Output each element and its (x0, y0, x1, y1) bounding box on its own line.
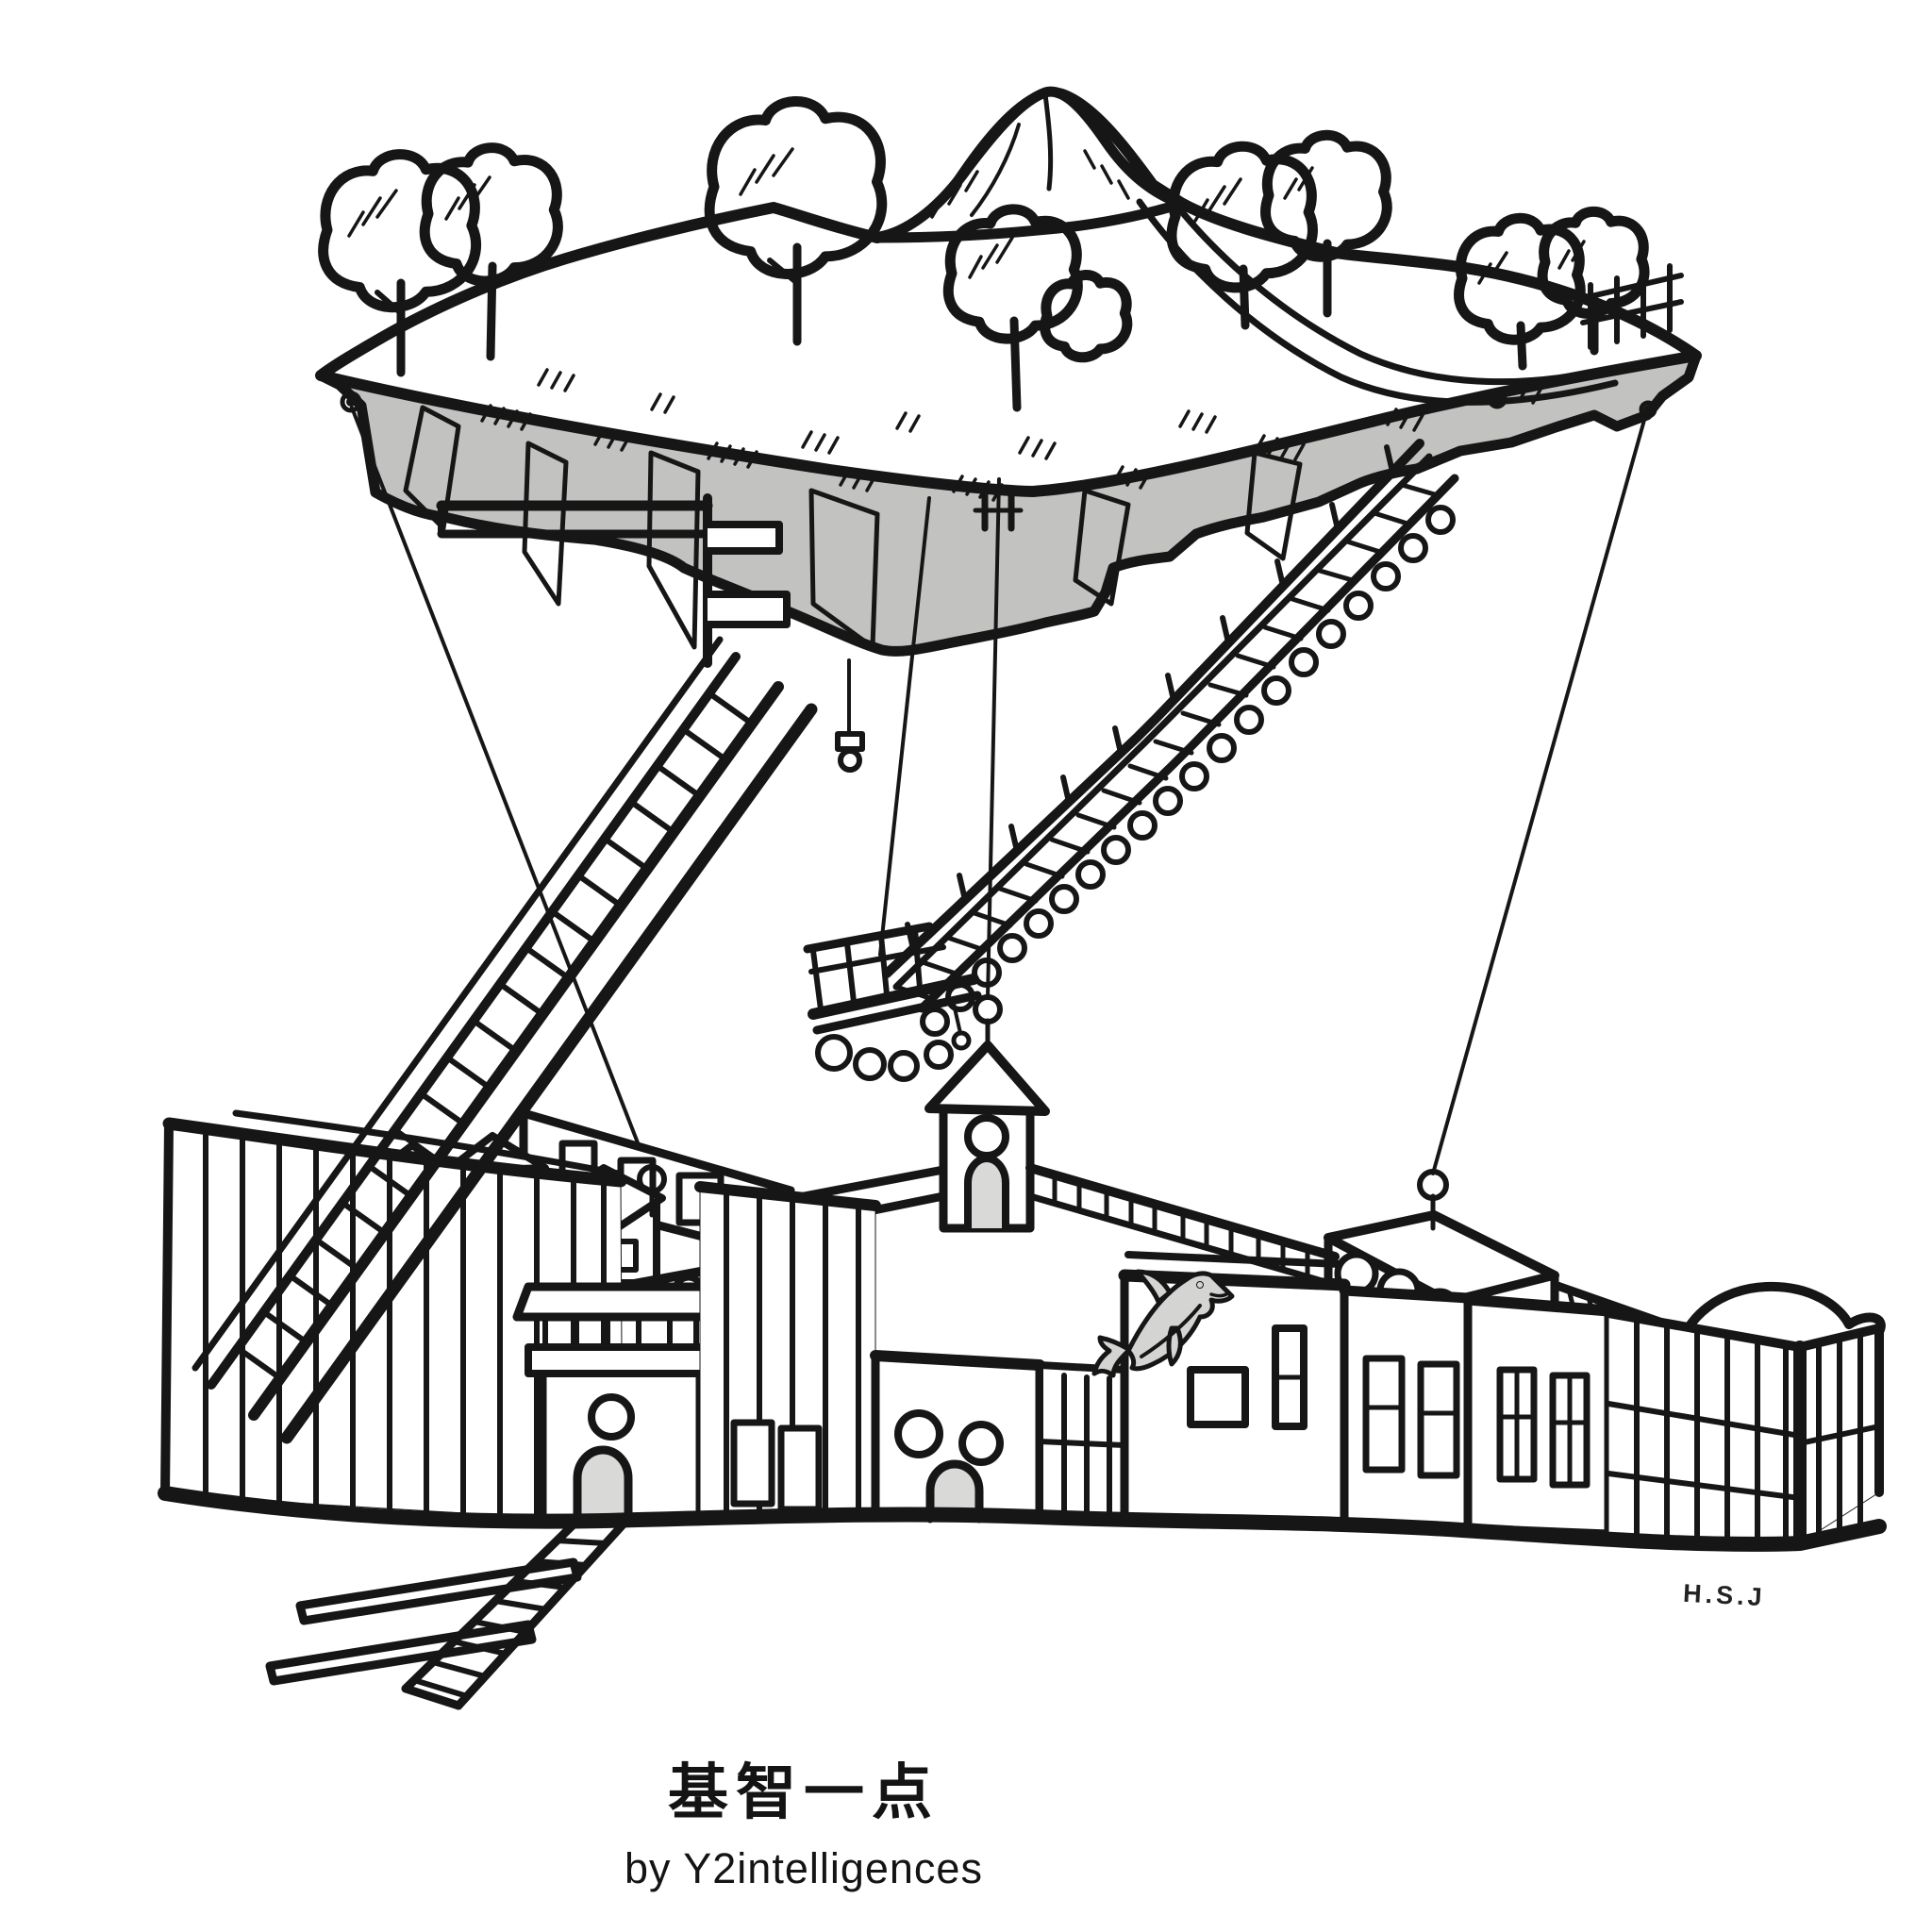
support-cables (350, 406, 1648, 1181)
dolphin-eye (1196, 1281, 1204, 1289)
anchor-bolt-icon (1639, 400, 1657, 419)
glass-corner-wall (1604, 1308, 1884, 1548)
tree-icon (1172, 146, 1312, 325)
hanging-platform (803, 922, 982, 1082)
waterline (158, 1486, 1887, 1552)
suspension-bridge (803, 439, 1459, 1082)
tree-icon (1266, 135, 1388, 313)
slide-top-beam (436, 493, 865, 773)
front-wall-left (160, 1109, 627, 1527)
front-building (1339, 1285, 1474, 1533)
tree-icon (709, 101, 882, 341)
front-wall-mid (694, 1181, 881, 1522)
signature-text: H.S.J (1682, 1579, 1766, 1612)
tree-icon (425, 148, 558, 357)
anchor-ring-icon (973, 994, 1003, 1024)
dolphin-tail (1091, 1335, 1131, 1378)
slide-ramp (192, 636, 818, 1444)
bridge-rings (920, 505, 1456, 1037)
mountain-hatch (930, 149, 1130, 219)
cable (878, 496, 931, 957)
bridge-posts (905, 444, 1395, 952)
tree-icon (1542, 211, 1644, 351)
mountain (872, 86, 1187, 243)
cable (350, 406, 654, 1181)
subtitle-text: by Y2intelligences (625, 1844, 983, 1892)
anchor-ring-icon (637, 1164, 667, 1194)
anchor-bolt-icon (340, 391, 362, 413)
tree-icon (1459, 218, 1581, 366)
front-building (1462, 1293, 1614, 1539)
cable (986, 477, 1001, 1000)
dolphin (1091, 1269, 1235, 1378)
fence (1580, 263, 1684, 350)
dolphin-dorsal-fin (1135, 1269, 1173, 1305)
floating-island (321, 92, 1696, 651)
cable (1431, 411, 1648, 1175)
pier (265, 1516, 631, 1710)
ramp-slats (235, 691, 755, 1381)
center-gatehouse (870, 1350, 1045, 1524)
anchor-ring-icon (1417, 1169, 1449, 1201)
anchor-bolt-icon (1487, 389, 1507, 409)
bell-tower (790, 994, 1050, 1233)
grid-window-section (1036, 1361, 1128, 1523)
island-trees (324, 101, 1644, 408)
title-text: 基智一点 (668, 1758, 940, 1826)
tree-icon (324, 155, 476, 373)
tree-icon (948, 209, 1126, 408)
hanging-hook-icon (835, 658, 865, 773)
walled-town (158, 994, 1887, 1710)
